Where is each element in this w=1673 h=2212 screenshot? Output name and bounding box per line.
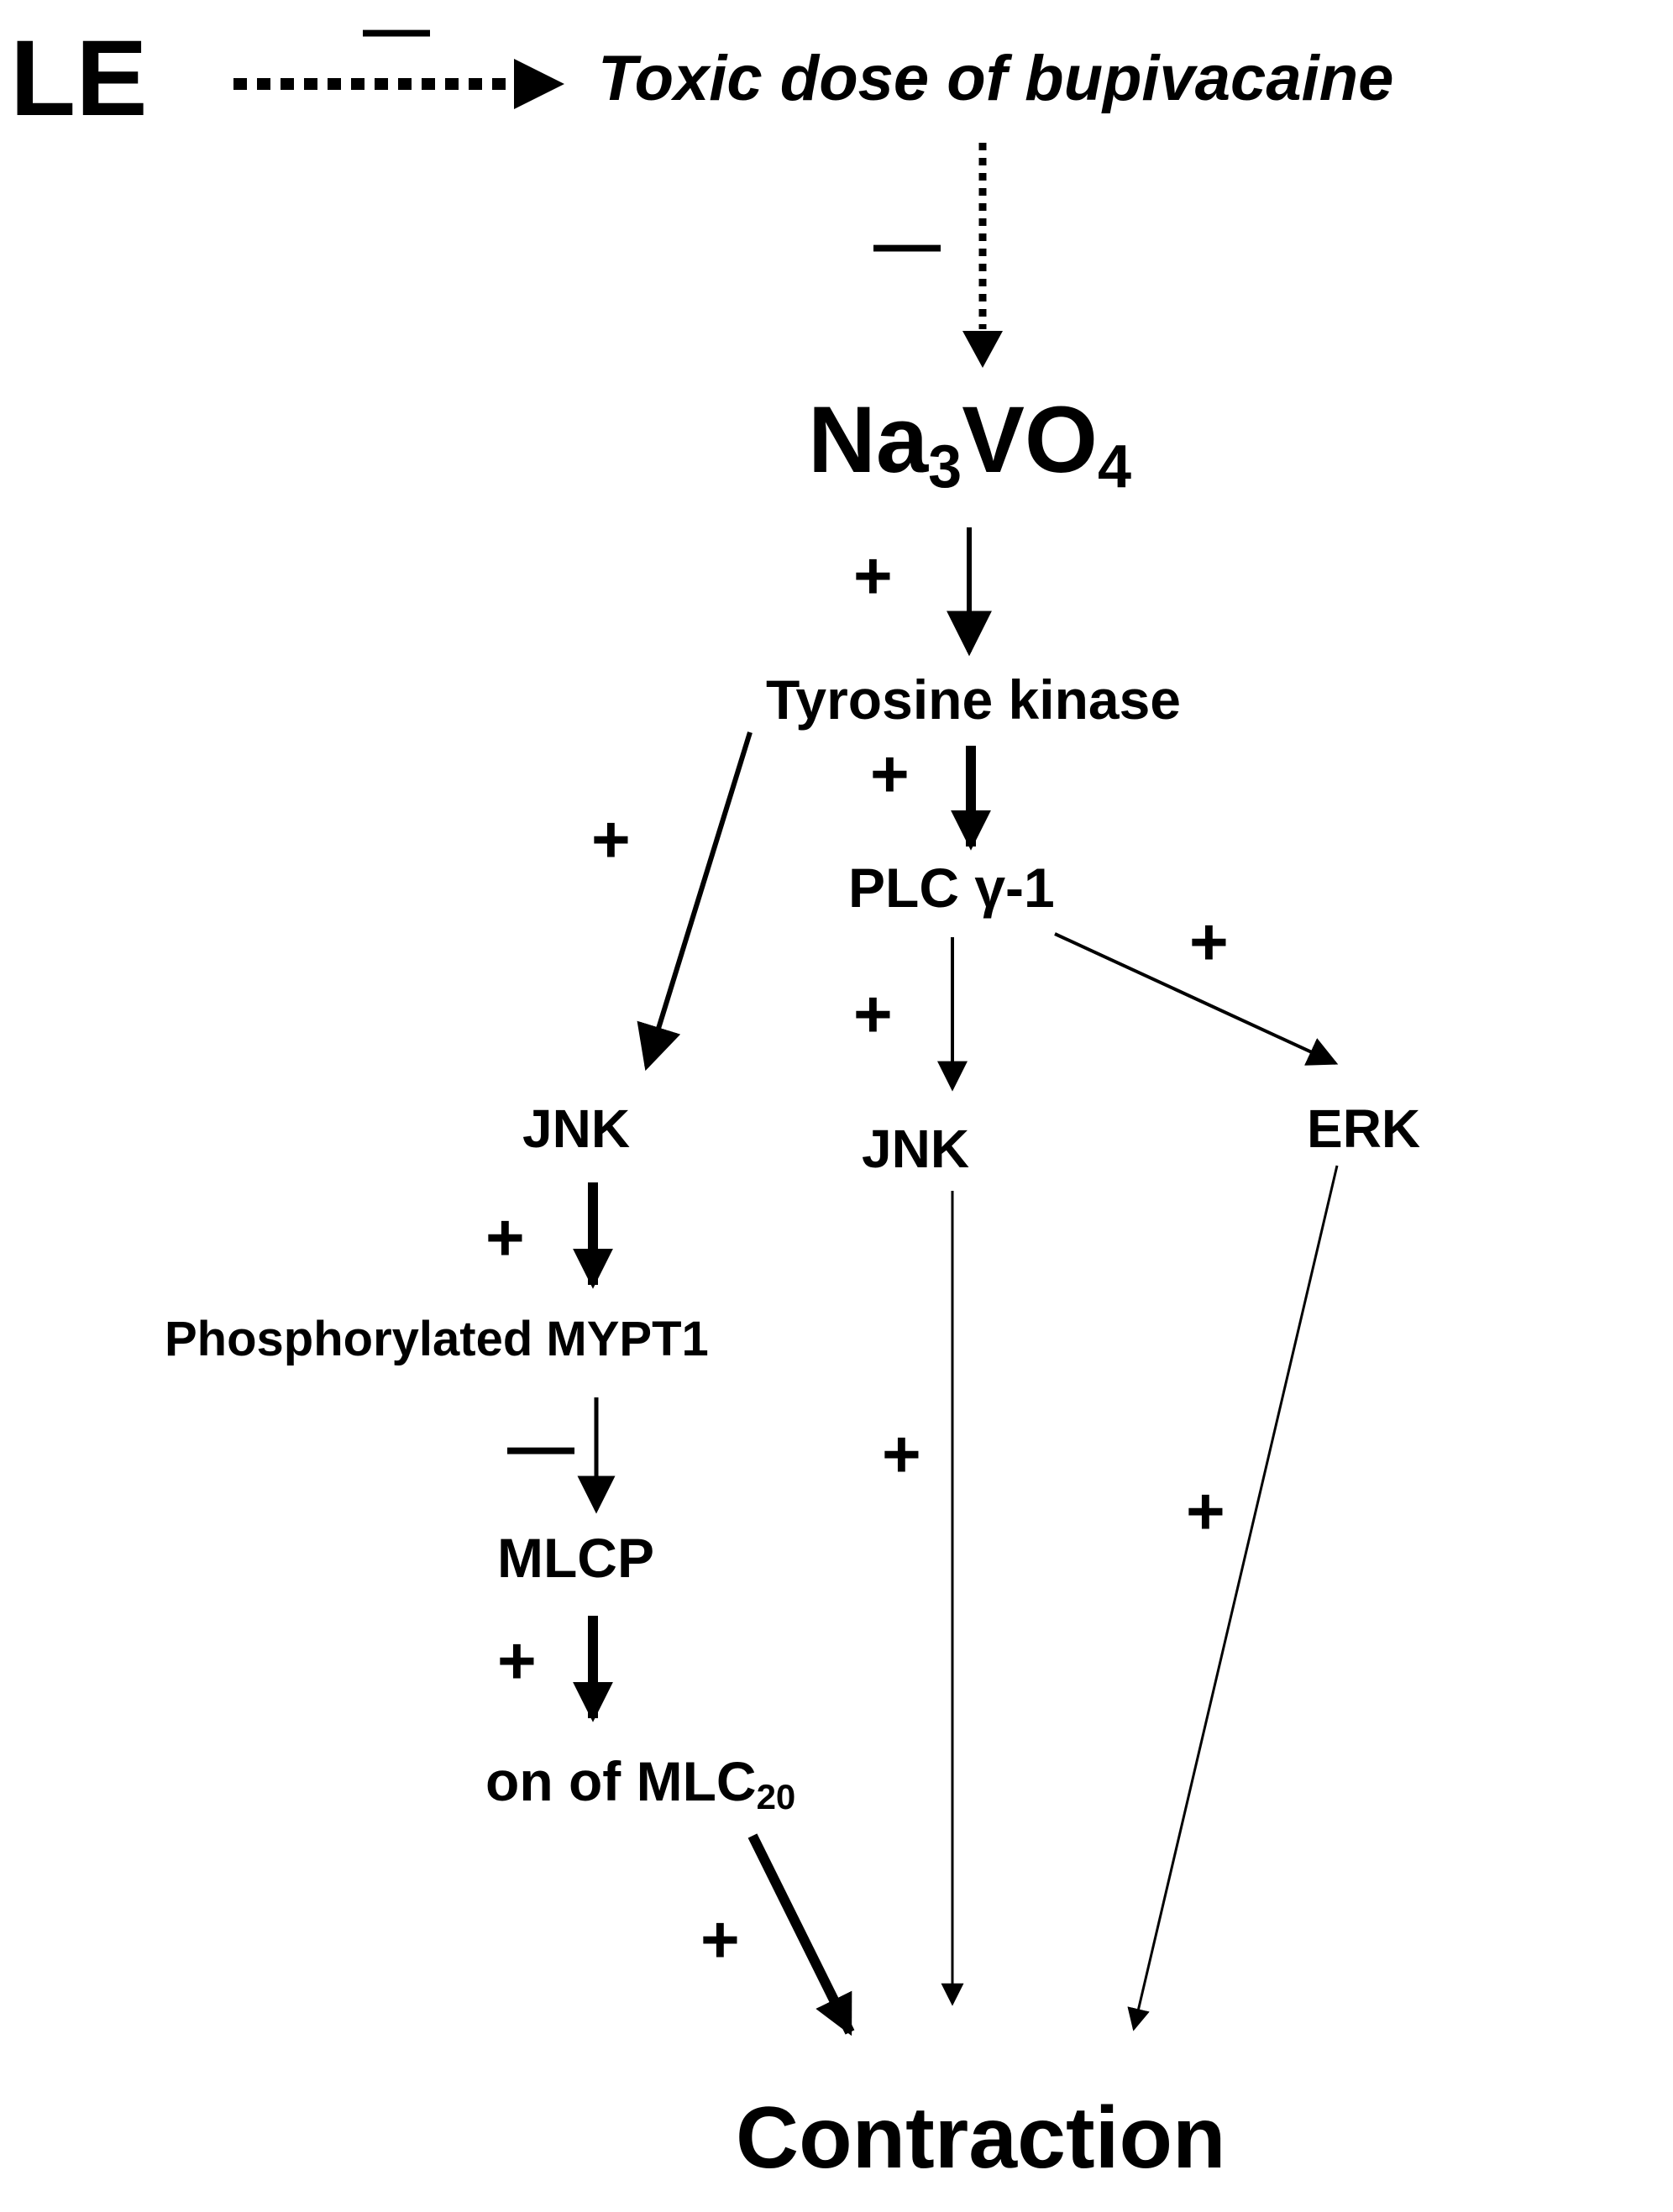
sign-erk-contraction: + — [1186, 1474, 1225, 1549]
sign-tk-jnk: + — [591, 802, 631, 877]
plc-gamma-label: PLC γ-1 — [848, 857, 1055, 919]
tyrosine-kinase-label: Tyrosine kinase — [766, 668, 1182, 731]
jnk-left-label: JNK — [522, 1098, 631, 1159]
sign-le-toxic: — — [363, 0, 430, 66]
sign-mypt-mlcp: — — [507, 1408, 574, 1483]
na-text: Na — [808, 387, 929, 492]
phosphorylated-mypt1-label: Phosphorylated MYPT1 — [165, 1312, 709, 1366]
mlc-subscript: 20 — [756, 1777, 796, 1816]
vo-text: VO — [962, 387, 1099, 492]
sign-mlcp-mlc: + — [497, 1623, 537, 1698]
na-subscript-4: 4 — [1098, 433, 1132, 501]
mlc-text: on of MLC — [485, 1750, 757, 1812]
sodium-orthovanadate-label: Na3VO4 — [808, 393, 1131, 498]
arrow-tk-jnk-left — [637, 731, 753, 1072]
na-subscript-3: 3 — [928, 433, 962, 501]
sign-plc-erk: + — [1189, 904, 1229, 979]
arrow-plc-erk — [1054, 932, 1339, 1066]
toxic-dose-label: Toxic dose of bupivacaine — [598, 43, 1394, 114]
erk-label: ERK — [1307, 1098, 1421, 1159]
sign-na-tk: + — [853, 538, 893, 613]
mlcp-label: MLCP — [497, 1527, 654, 1589]
arrow-mlc-contraction — [747, 1833, 855, 2036]
arrowhead-le-toxic — [514, 59, 564, 109]
sign-jnk-contraction: + — [882, 1417, 921, 1491]
sign-jnk-mypt: + — [485, 1200, 525, 1275]
mlc20-label: on of MLC20 — [485, 1753, 795, 1815]
arrow-erk-contraction — [1127, 1165, 1339, 2031]
jnk-center-label: JNK — [862, 1119, 970, 1179]
contraction-label: Contraction — [736, 2089, 1226, 2187]
sign-tk-plc: + — [870, 736, 910, 811]
sign-plc-jnk: + — [853, 977, 893, 1051]
sign-toxic-na: — — [873, 206, 941, 280]
le-label: LE — [10, 18, 148, 139]
sign-mlc-contraction: + — [700, 1902, 740, 1977]
arrowhead-toxic-na — [962, 331, 1003, 368]
